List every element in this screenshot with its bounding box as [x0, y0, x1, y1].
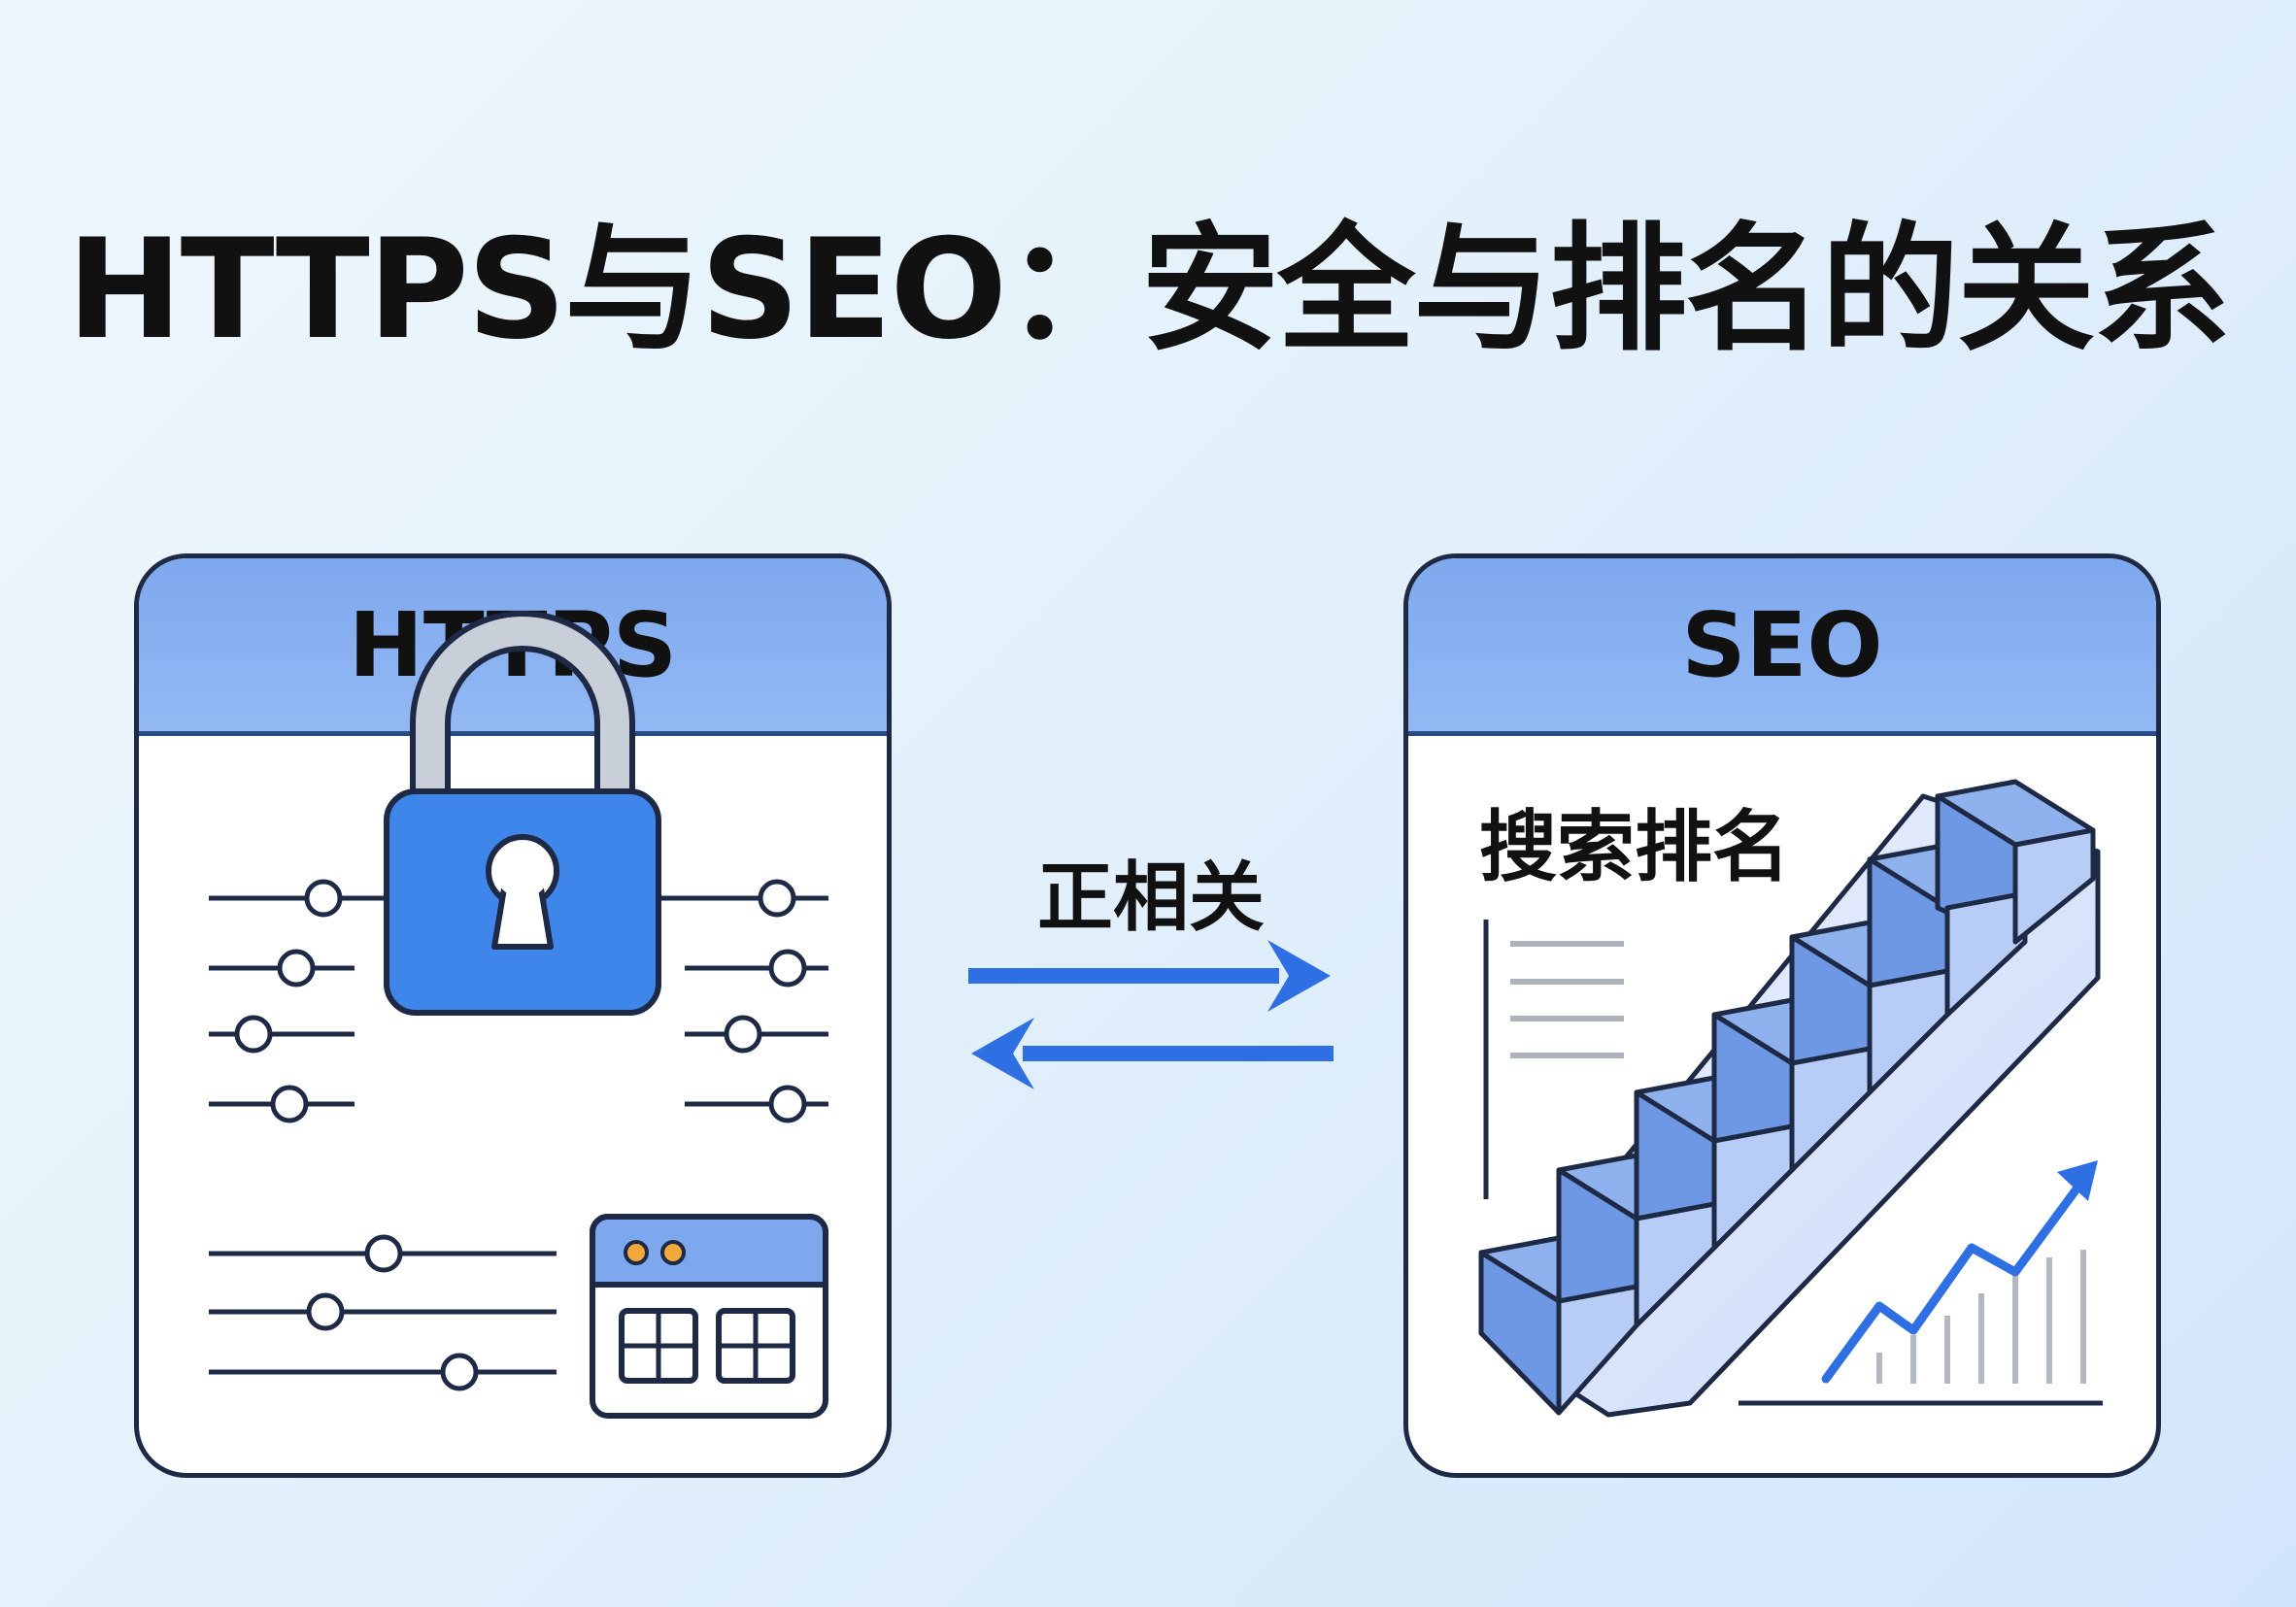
staircase-icon [1478, 779, 2101, 1418]
arrow-left [971, 1018, 1334, 1089]
search-rank-label: 搜索排名 [1479, 802, 1790, 892]
https-panel-header: HTTPS [139, 558, 887, 736]
lock-icon [384, 611, 661, 1016]
seo-panel: SEO 搜索排名 [1403, 553, 2161, 1478]
document-lines-icon [1483, 920, 1624, 1199]
browser-window-icon [590, 1214, 828, 1419]
trend-chart-icon [1739, 1160, 2103, 1406]
page-title: HTTPS与SEO：安全与排名的关系 [66, 210, 2231, 370]
double-arrow-icon [968, 940, 1334, 1089]
seo-illustration [1478, 779, 2103, 1418]
left-sliders [209, 879, 387, 1123]
right-sliders [654, 879, 828, 1123]
relation-label: 正相关 [1036, 854, 1265, 942]
arrow-right [968, 940, 1331, 1012]
https-illustration [209, 611, 828, 1419]
bottom-sliders [209, 1234, 557, 1391]
https-panel: HTTPS [134, 553, 892, 1478]
seo-panel-header: SEO [1408, 558, 2156, 736]
keyhole-icon [486, 834, 559, 950]
